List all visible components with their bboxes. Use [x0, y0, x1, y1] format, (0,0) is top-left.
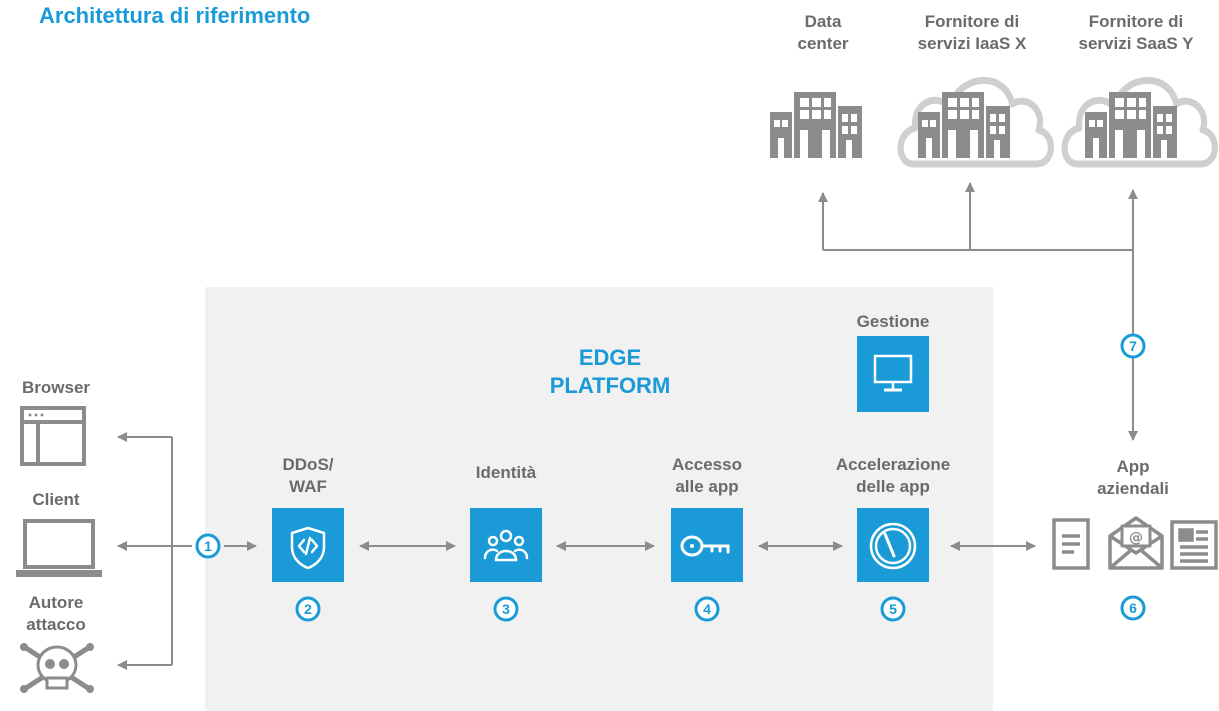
monitor-icon — [873, 354, 913, 392]
app-access-label: Accesso alle app — [652, 454, 762, 498]
app-acceleration-label-line2: delle app — [856, 477, 930, 496]
badge-entry-label: 1 — [204, 538, 212, 554]
page-title: Architettura di riferimento — [39, 3, 311, 28]
badge-enterprise: 6 — [1120, 595, 1146, 621]
attacker-label-line2: attacco — [26, 615, 86, 634]
client-label: Client — [32, 490, 80, 509]
iaas-label: Fornitore di servizi IaaS X — [900, 11, 1044, 55]
browser-window-icon — [20, 406, 86, 466]
browser-label: Browser — [21, 378, 91, 397]
datacenter-label-line1: Data — [804, 12, 842, 31]
enterprise-apps-label-line1: App — [1116, 457, 1150, 476]
code-shield-icon — [290, 526, 326, 570]
saas-label-line1: Fornitore di — [1088, 12, 1184, 31]
iaas-label-line1: Fornitore di — [924, 12, 1020, 31]
document-icon — [1052, 518, 1090, 570]
iaas-cloud-icon — [901, 80, 1051, 164]
management-box — [857, 336, 929, 412]
enterprise-apps-label-line2: aziendali — [1097, 479, 1169, 498]
badge-acceleration-label: 5 — [889, 601, 897, 617]
badge-identity-label: 3 — [502, 601, 510, 617]
datacenter-building-icon — [770, 92, 862, 158]
management-label: Gestione — [856, 312, 930, 331]
app-acceleration-label-line1: Accelerazione — [835, 455, 951, 474]
people-group-icon — [483, 529, 529, 562]
app-access-label-line1: Accesso — [672, 455, 742, 474]
email-envelope-icon: @ — [1108, 516, 1164, 570]
identity-box — [470, 508, 542, 582]
identity-label: Identità — [475, 463, 537, 482]
badge-ddos: 2 — [295, 596, 321, 622]
newspaper-icon — [1170, 520, 1218, 570]
key-icon — [680, 535, 730, 557]
laptop-icon — [16, 519, 102, 577]
ddos-waf-label: DDoS/ WAF — [258, 454, 358, 498]
cloud-connectivity-lines — [818, 182, 1138, 441]
badge-access-label: 4 — [703, 601, 711, 617]
attacker-label: Autore attacco — [8, 592, 104, 636]
edge-platform-line1: EDGE — [578, 345, 642, 370]
iaas-label-line2: servizi IaaS X — [917, 34, 1027, 53]
badge-cloud-link: 7 — [1120, 333, 1146, 359]
skull-crossbones-icon — [20, 643, 94, 693]
datacenter-label: Data center — [783, 11, 863, 55]
svg-text:@: @ — [1129, 530, 1143, 546]
badge-enterprise-label: 6 — [1129, 600, 1137, 616]
enterprise-apps-label: App aziendali — [1083, 456, 1183, 500]
datacenter-label-line2: center — [797, 34, 849, 53]
edge-platform-line2: PLATFORM — [549, 373, 671, 398]
saas-label: Fornitore di servizi SaaS Y — [1062, 11, 1210, 55]
edge-platform-title: EDGE PLATFORM — [510, 344, 710, 400]
badge-cloud-link-label: 7 — [1129, 338, 1137, 354]
app-access-box — [671, 508, 743, 582]
speedometer-icon — [869, 522, 917, 570]
app-acceleration-label: Accelerazione delle app — [818, 454, 968, 498]
ddos-waf-label-line1: DDoS/ — [282, 455, 334, 474]
badge-access: 4 — [694, 596, 720, 622]
badge-entry: 1 — [195, 533, 221, 559]
badge-acceleration: 5 — [880, 596, 906, 622]
ddos-waf-box — [272, 508, 344, 582]
app-acceleration-box — [857, 508, 929, 582]
attacker-label-line1: Autore — [28, 593, 84, 612]
badge-ddos-label: 2 — [304, 601, 312, 617]
badge-identity: 3 — [493, 596, 519, 622]
saas-label-line2: servizi SaaS Y — [1078, 34, 1194, 53]
app-access-label-line2: alle app — [675, 477, 739, 496]
source-connection-lines — [117, 432, 257, 670]
ddos-waf-label-line2: WAF — [289, 477, 327, 496]
saas-cloud-icon — [1065, 80, 1215, 164]
